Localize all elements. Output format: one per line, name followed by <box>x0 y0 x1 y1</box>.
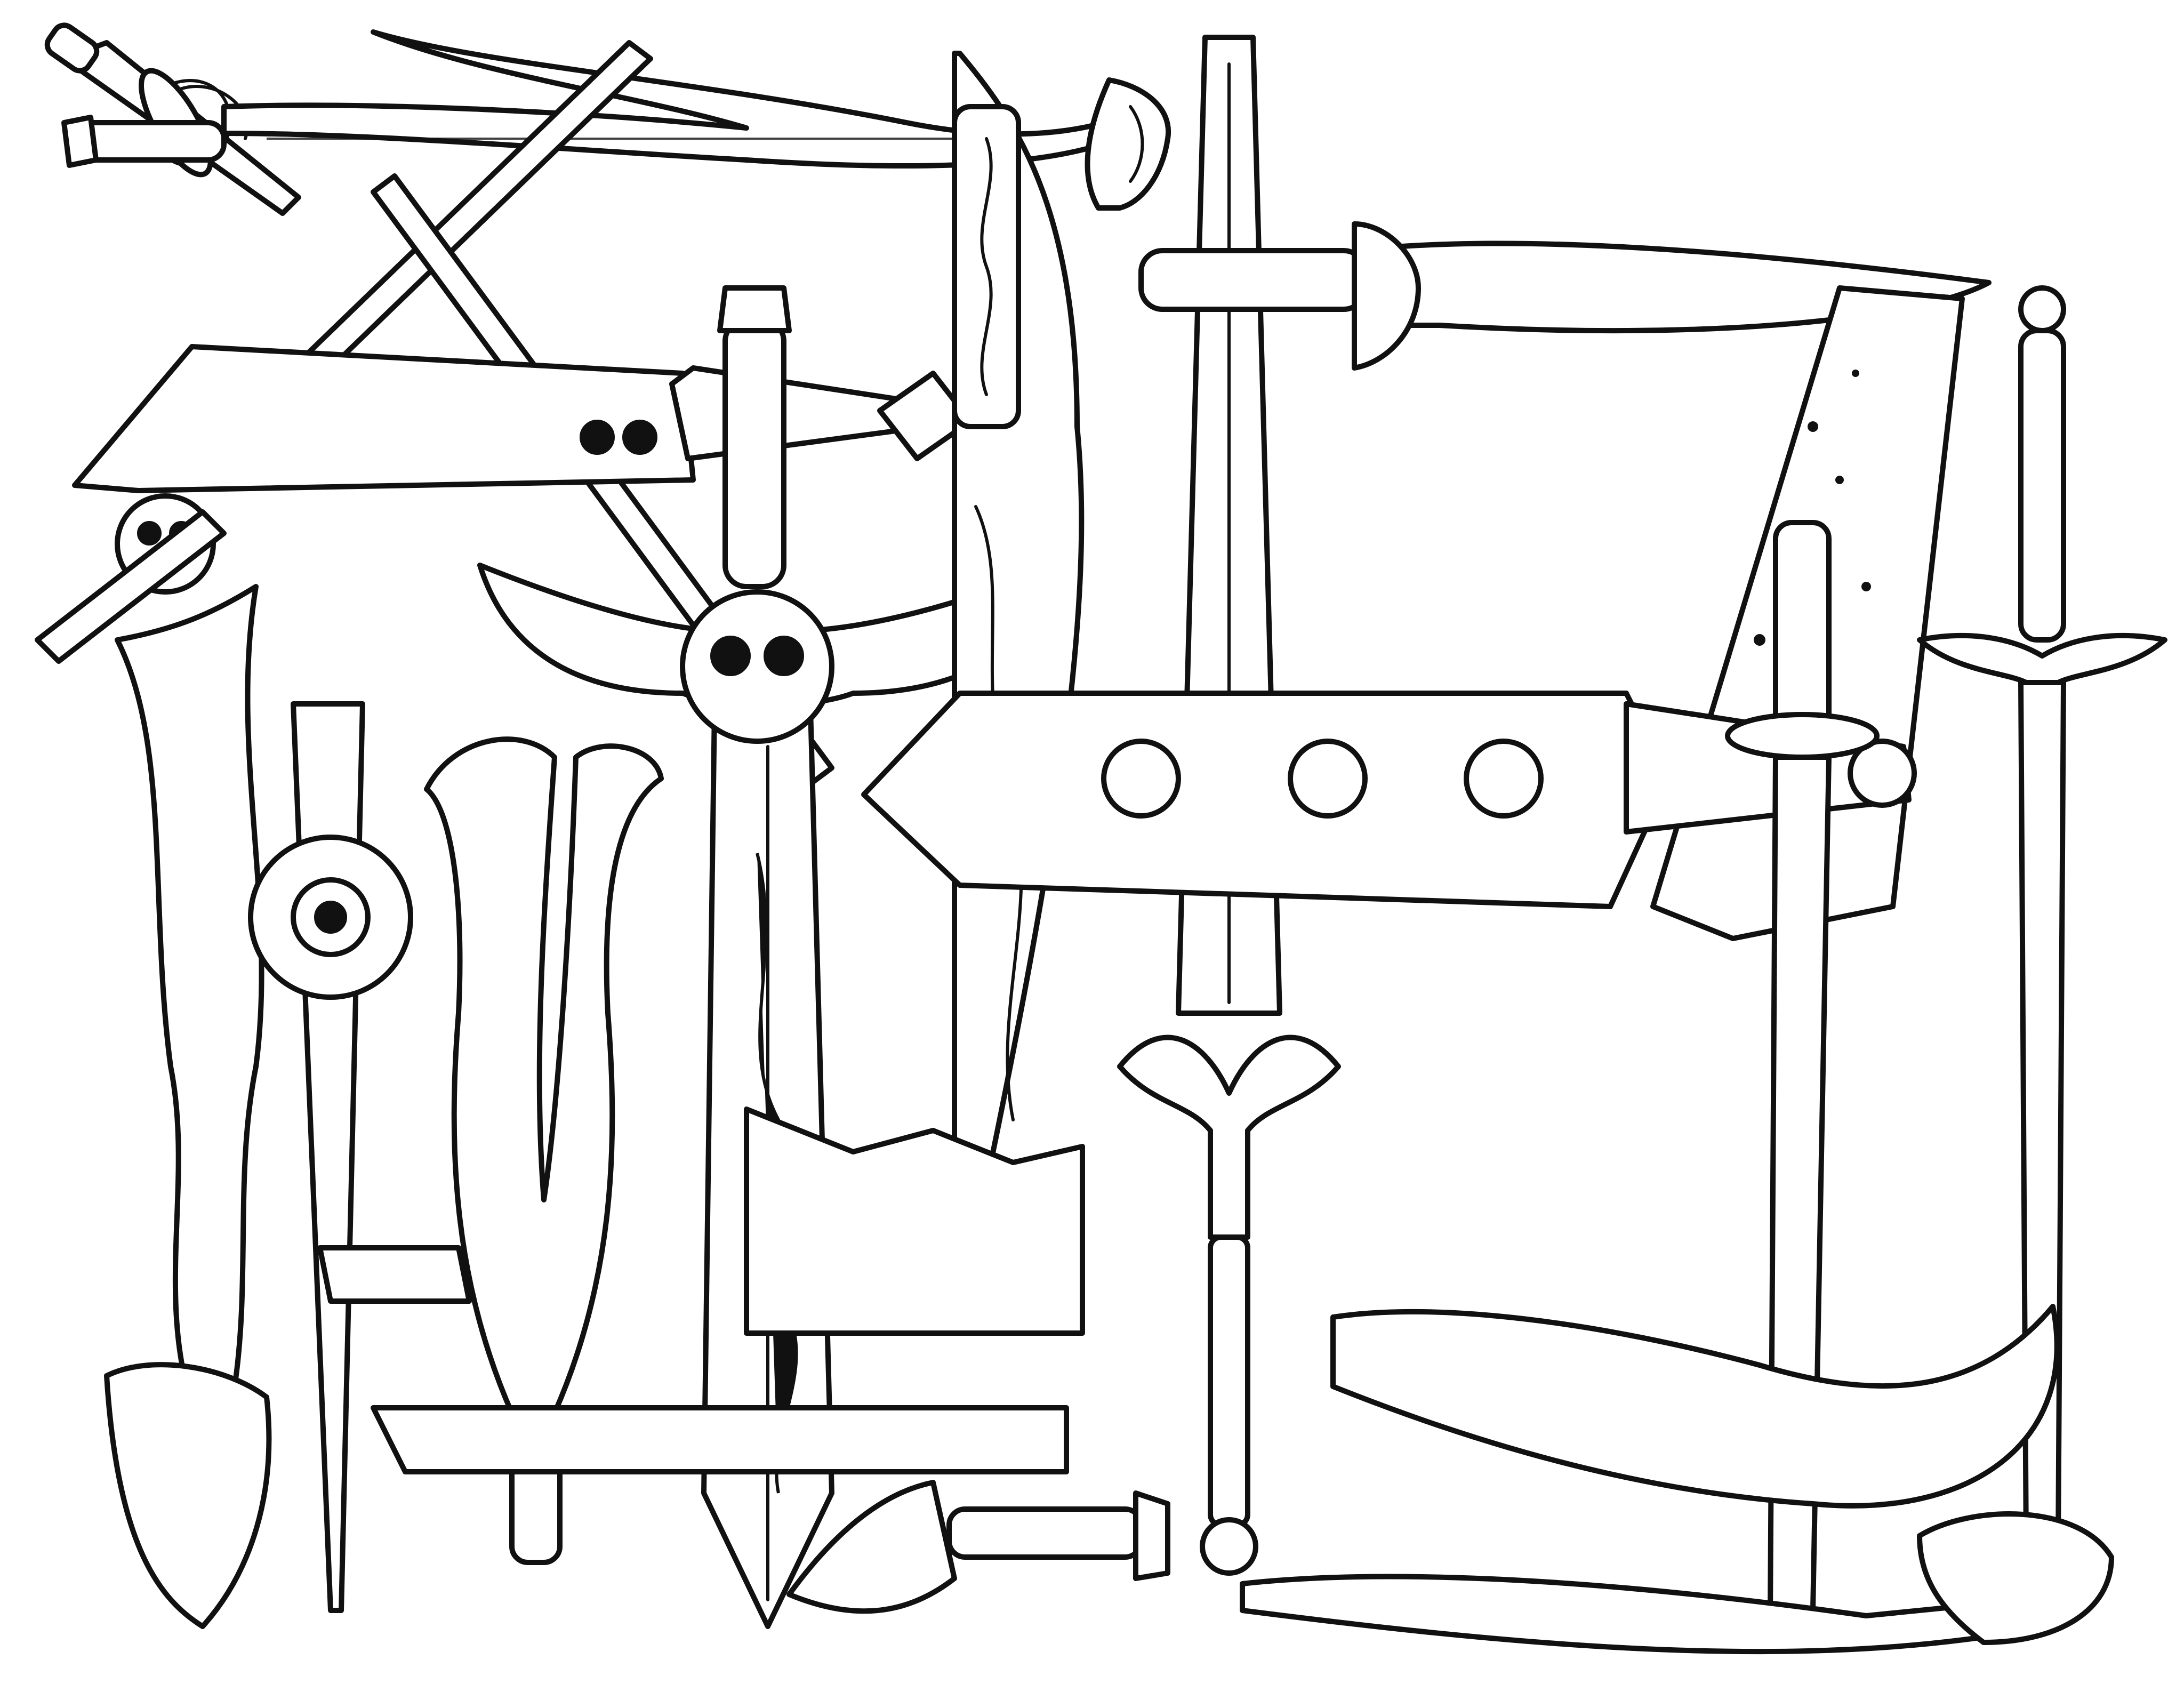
jagged-stone-blade <box>317 1106 1085 1474</box>
eye-dagger <box>248 701 413 1613</box>
holed-blade-center <box>861 691 1917 909</box>
longsword-far-right <box>1917 285 2167 1549</box>
scimitar-bottom <box>1240 1511 2114 1655</box>
engraved-falchion <box>952 51 1085 1192</box>
knife-bottom-center <box>786 1480 1170 1614</box>
kukri-bottom-right <box>1330 1304 2060 1509</box>
dagger-top-right <box>1138 221 1992 371</box>
scimitar-top <box>61 29 1171 211</box>
flame-blade-left <box>104 584 272 1629</box>
cleaver-sword-left <box>35 344 973 664</box>
trident-blade <box>424 736 664 1565</box>
skull-hilt-greatsword <box>477 285 1069 1629</box>
